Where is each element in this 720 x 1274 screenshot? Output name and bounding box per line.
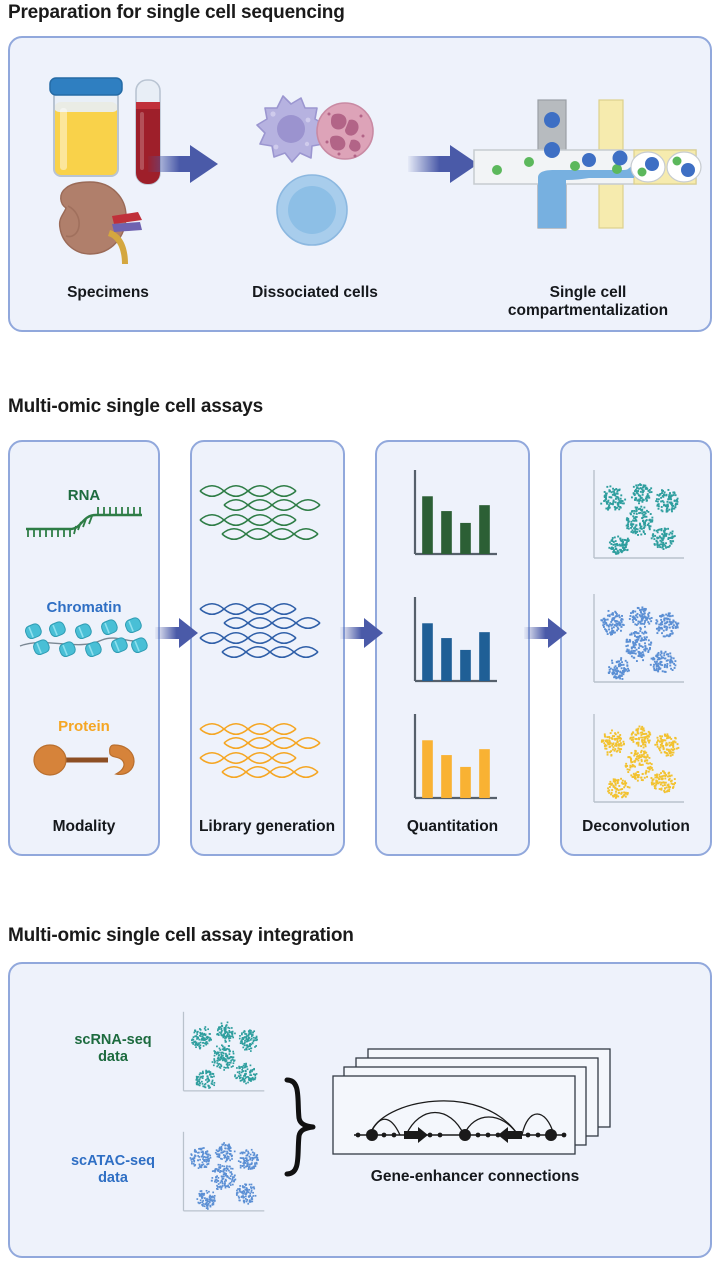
caption-specimens: Specimens: [67, 284, 149, 301]
label-scatac-seq: scATAC-seq data: [58, 1153, 168, 1188]
caption-compartmentalization: Single cell compartmentalization: [478, 284, 698, 321]
section-title-integration: Multi-omic single cell assay integration: [8, 925, 354, 946]
protein-icon: [33, 744, 135, 776]
bar-chart-chromatin: [413, 597, 497, 683]
dissociated-cells-icon: [256, 95, 374, 246]
dna-helices-protein-icon: [199, 723, 321, 778]
label-scatac-seq-line2: data: [98, 1170, 128, 1187]
caption-dissociated-cells: Dissociated cells: [252, 284, 378, 301]
gene-enhancer-cards: [332, 1048, 611, 1155]
label-chromatin: Chromatin: [46, 599, 122, 616]
chromatin-nucleosome-icon: [19, 617, 148, 658]
tsne-plot-chromatin: [593, 594, 684, 683]
arrow-right-icon-4: [340, 618, 383, 648]
tsne-plot-rna: [593, 470, 684, 559]
caption-compartmentalization-line1: Single cell: [549, 284, 627, 301]
label-scrna-seq-line1: scRNA-seq: [74, 1032, 152, 1048]
arrow-right-icon-2: [408, 145, 478, 183]
caption-gene-enhancer-connections: Gene-enhancer connections: [370, 1168, 580, 1185]
arrow-right-icon-1: [148, 145, 218, 183]
tsne-plot-protein: [593, 714, 684, 803]
label-scatac-seq-line1: scATAC-seq: [70, 1153, 156, 1169]
rna-strand-icon: [26, 507, 142, 537]
label-protein: Protein: [58, 718, 110, 735]
caption-modality: Modality: [52, 818, 116, 835]
curly-brace-icon: [284, 1077, 316, 1177]
bar-chart-rna: [413, 470, 497, 556]
caption-quantitation: Quantitation: [406, 818, 499, 835]
label-rna: RNA: [67, 487, 101, 504]
arrow-right-icon-3: [155, 618, 198, 648]
caption-deconvolution: Deconvolution: [582, 818, 690, 835]
caption-library-generation: Library generation: [198, 818, 336, 835]
dna-helices-chromatin-icon: [199, 603, 321, 658]
specimens-icon: [49, 77, 161, 264]
dna-helices-rna-icon: [199, 485, 321, 540]
section-title-preparation: Preparation for single cell sequencing: [8, 2, 345, 23]
arrow-right-icon-5: [524, 618, 567, 648]
bar-chart-protein: [413, 714, 497, 800]
section-title-assays: Multi-omic single cell assays: [8, 396, 264, 417]
panel-library-generation: [190, 440, 345, 856]
label-scrna-seq-line2: data: [98, 1049, 128, 1066]
panel-quantitation: [375, 440, 530, 856]
tsne-plot-scatac-seq: [182, 1131, 265, 1212]
tsne-plot-scrna-seq: [182, 1011, 265, 1092]
caption-compartmentalization-line2: compartmentalization: [507, 302, 669, 320]
label-scrna-seq: scRNA-seq data: [58, 1032, 168, 1067]
microfluidics-icon: [473, 99, 702, 229]
